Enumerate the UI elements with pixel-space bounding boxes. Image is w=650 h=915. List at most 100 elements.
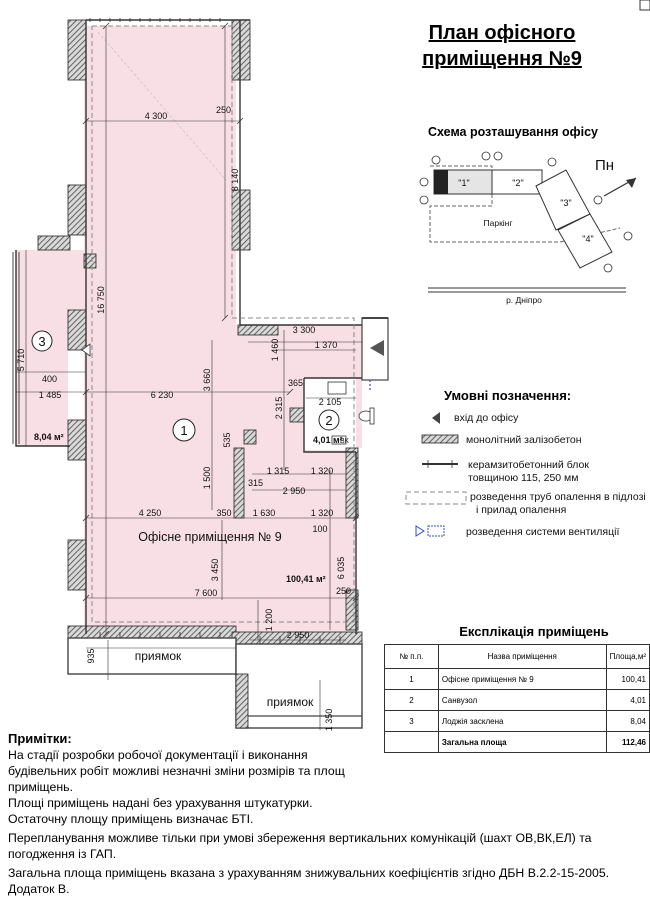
note-line: Перепланування можливе тільки при умові … <box>8 831 592 845</box>
note-line: будівельних робіт можливі незначні зміни… <box>8 764 345 778</box>
legend-block-text-1: керамзитобетонний блок <box>468 459 589 471</box>
dim-1320-b: 1 320 <box>311 508 334 518</box>
explication-table: № п.п. Назва приміщення Площа,м² 1 Офісн… <box>384 644 650 753</box>
dim-1370: 1 370 <box>315 340 338 350</box>
concrete-walls <box>37 19 363 645</box>
note-line: На стадії розробки робочої документації … <box>8 748 308 762</box>
room-2-circle <box>318 409 340 431</box>
dim-2315: 2 315 <box>274 397 284 420</box>
dim-4300: 4 300 <box>145 111 168 121</box>
dim-100: 100 <box>312 524 327 534</box>
row-3-area: 8,04 <box>605 710 650 732</box>
dim-1350: 1 350 <box>324 709 334 732</box>
room-1-circle <box>172 418 196 442</box>
dim-8140: 8 140 <box>230 169 240 192</box>
room-2-area: 4,01 м² <box>313 435 343 445</box>
legend-block-text-2: товщиною 115, 250 мм <box>468 472 579 484</box>
dim-7600: 7 600 <box>195 588 218 598</box>
header-number: № п.п. <box>384 644 439 669</box>
row-1-number: 1 <box>384 668 439 690</box>
note-line: приміщень. <box>8 780 73 794</box>
notes-block: Примітки: На стадії розробки робочої док… <box>8 731 628 897</box>
dim-1500: 1 500 <box>202 467 212 490</box>
dim-4250: 4 250 <box>139 508 162 518</box>
room-1-name: Офісне приміщення № 9 <box>138 530 281 544</box>
drawing-title: План офісного приміщення №9 <box>392 20 612 72</box>
pit-2-label: приямок <box>267 695 314 709</box>
row-3-number: 3 <box>384 710 439 732</box>
note-line: Додаток В. <box>8 882 70 896</box>
location-scheme <box>419 151 637 293</box>
row-2-area: 4,01 <box>605 689 650 711</box>
dim-1630: 1 630 <box>253 508 276 518</box>
dim-1485: 1 485 <box>39 390 62 400</box>
table-row: 2 Санвузол 4,01 <box>384 689 650 711</box>
dim-6230: 6 230 <box>151 390 174 400</box>
legend-ventilation-text: розведення системи вентиляції <box>466 526 619 538</box>
dim-3300: 3 300 <box>293 325 316 335</box>
dim-16750: 16 750 <box>96 286 106 314</box>
legend-heating-text-1: розведення труб опалення в підлозі <box>470 491 646 503</box>
office-room-fill <box>66 26 362 634</box>
scheme-section-3: "3" <box>560 198 571 208</box>
block-walls <box>15 19 362 634</box>
scheme-north: Пн <box>595 157 614 174</box>
table-row: 3 Лоджія засклена 8,04 <box>384 710 650 732</box>
pit-2-outline <box>235 643 363 729</box>
total-name: Загальна площа <box>437 731 607 753</box>
legend-title: Умовні позначення: <box>444 388 572 403</box>
dimension-lines <box>16 26 362 730</box>
dim-250-top: 250 <box>216 105 231 115</box>
dim-1200: 1 200 <box>264 609 274 632</box>
dim-3660: 3 660 <box>202 369 212 392</box>
dim-315: 315 <box>248 478 263 488</box>
room-1-area: 100,41 м² <box>286 574 326 584</box>
legend-heating-text-2: і прилад опалення <box>476 504 566 516</box>
notes-title: Примітки: <box>8 731 72 746</box>
note-line: Загальна площа приміщень вказана з ураху… <box>8 866 610 880</box>
sink-icon <box>327 381 347 395</box>
legend-ventilation-icon <box>415 525 445 537</box>
heating-pipes <box>91 25 355 623</box>
explication-title: Експлікація приміщень <box>459 624 609 639</box>
row-1-area: 100,41 <box>605 668 650 690</box>
dim-1315: 1 315 <box>267 466 290 476</box>
dim-2105: 2 105 <box>319 397 342 407</box>
dim-2950-b: 2 950 <box>287 630 310 640</box>
pit-1-outline <box>67 637 237 675</box>
room-3-number: 3 <box>38 334 45 349</box>
room-1-number: 1 <box>180 423 187 438</box>
dim-1460: 1 460 <box>270 339 280 362</box>
dim-400: 400 <box>42 374 57 384</box>
dim-5710: 5 710 <box>16 349 26 372</box>
dim-535: 535 <box>222 432 232 447</box>
total-row: Загальна площа 112,46 <box>384 731 650 753</box>
scheme-section-2: "2" <box>512 178 523 188</box>
legend-concrete-icon <box>421 434 459 444</box>
explication-header-row: № п.п. Назва приміщення Площа,м² <box>384 644 650 669</box>
dim-935: 935 <box>86 648 96 663</box>
dim-6035: 6 035 <box>336 557 346 580</box>
room-2-number: 2 <box>325 413 332 428</box>
table-row: 1 Офісне приміщення № 9 100,41 <box>384 668 650 690</box>
entrance-marker-icon <box>81 343 91 357</box>
scheme-section-1: "1" <box>458 178 469 188</box>
dim-250-bottom: 250 <box>336 586 351 596</box>
dimension-ticks <box>82 22 360 638</box>
dim-3450: 3 450 <box>210 559 220 582</box>
legend-entrance-icon <box>432 412 440 424</box>
row-2-name: Санвузол <box>437 689 607 711</box>
legend-concrete-text: монолітний залізобетон <box>466 434 582 446</box>
row-3-name: Лоджія засклена <box>437 710 607 732</box>
note-line: Остаточну площу приміщень визначає БТІ. <box>8 812 254 826</box>
scheme-title: Схема розташування офісу <box>427 125 598 139</box>
scheme-section-4: "4" <box>582 234 593 244</box>
scheme-river: р. Дніпро <box>506 295 542 305</box>
drawing-title-line-2: приміщення №9 <box>422 48 582 70</box>
dim-365: 365 <box>288 378 303 388</box>
dim-1320-a: 1 320 <box>311 466 334 476</box>
pit-1-label: приямок <box>135 649 182 663</box>
room-3-circle <box>31 330 53 352</box>
total-area: 112,46 <box>605 731 650 753</box>
